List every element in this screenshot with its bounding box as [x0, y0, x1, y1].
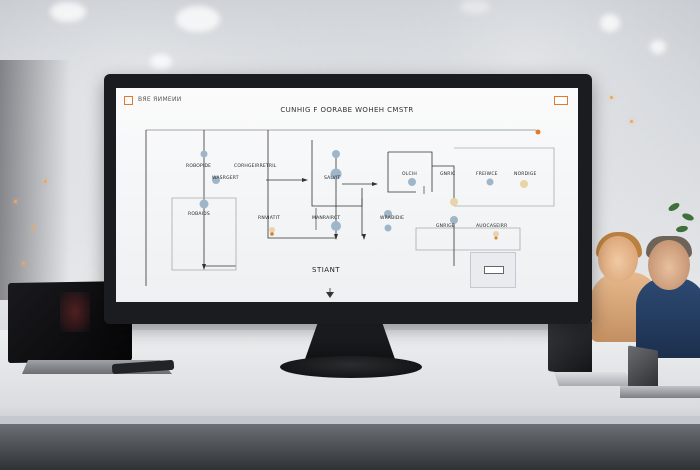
node [330, 168, 342, 180]
node [408, 178, 416, 186]
diagram-line [432, 165, 455, 206]
laptop-right-base [554, 372, 634, 386]
diagram-label: CORHGEIRRETRIL [234, 164, 277, 169]
node [384, 210, 392, 218]
laptop-right-small-base [620, 386, 700, 398]
corner-button[interactable] [554, 96, 568, 105]
desk-shadow [0, 424, 700, 470]
node [199, 199, 209, 209]
diagram-label: ROBOPIDE [186, 164, 212, 169]
diagram-label: ROBAIDS [188, 212, 210, 217]
laptop-glow [60, 292, 90, 332]
arrow-head [334, 234, 338, 240]
arrow-head [372, 182, 378, 186]
diagram-label: NORDIGE [514, 172, 537, 177]
monitor-screen: ВЯЕ ЯИМЕИИ CUNHIG F OORABE WOHEH CMSTR [116, 88, 578, 302]
app-name: ВЯЕ ЯИМЕИИ [138, 96, 182, 103]
node-warm [520, 180, 528, 188]
node [212, 176, 220, 184]
diagram-line [387, 152, 416, 193]
diagram-label: MANRAIRCT [312, 216, 341, 221]
node [384, 224, 392, 232]
diagram-label: AUOCASEIRR [476, 224, 508, 229]
node-warm [269, 227, 275, 233]
bokeh-light [176, 6, 220, 32]
diagram-label: RNVIATIT [258, 216, 281, 221]
monitor-stand-neck [304, 322, 396, 362]
bokeh-light [460, 0, 490, 14]
diagram-label: GNRIC [440, 172, 456, 177]
screen-title: CUNHIG F OORABE WOHEH CMSTR [280, 106, 414, 114]
app-logo-icon [124, 96, 133, 105]
monitor: ВЯЕ ЯИМЕИИ CUNHIG F OORABE WOHEH CMSTR [104, 74, 592, 324]
node-warm [493, 231, 499, 237]
spark-light [14, 200, 17, 203]
node [200, 150, 208, 158]
bokeh-light [600, 14, 620, 32]
spark-light [22, 262, 25, 265]
mini-panel [470, 252, 516, 288]
arrow-head [326, 292, 334, 298]
diagram-box [171, 197, 237, 271]
start-label: STIANT [312, 266, 341, 274]
node-accent [270, 232, 274, 236]
diagram-label: GNRIGE [436, 224, 455, 229]
spark-light [32, 226, 35, 229]
arrow-head [362, 234, 366, 240]
monitor-stand-foot [280, 356, 422, 378]
diagram-line [311, 140, 363, 207]
diagram-label: SALVIT [324, 176, 341, 181]
diagram-label: WRABIDIE [380, 216, 405, 221]
node-warm [450, 198, 458, 206]
diagram-line [388, 151, 433, 192]
diagram-box [415, 227, 521, 251]
diagram-label: FREIWCE [476, 172, 498, 177]
person-man-body [636, 278, 700, 358]
node-accent [494, 236, 498, 240]
node [332, 150, 340, 158]
node [486, 178, 494, 186]
desk-edge [0, 416, 700, 424]
node-accent [535, 129, 541, 135]
node [331, 221, 341, 231]
node [450, 216, 458, 224]
diagram-label: OLCIH [402, 172, 417, 177]
bokeh-light [50, 2, 86, 22]
person-man-head [648, 240, 690, 290]
background-shadow [0, 60, 70, 300]
spark-light [44, 180, 47, 183]
diagram-label: WASRGERT [212, 176, 239, 181]
spark-light [630, 120, 633, 123]
arrow-head [202, 264, 206, 270]
bokeh-light [150, 54, 172, 70]
chip-icon [484, 266, 504, 274]
laptop-right-screen [548, 314, 592, 378]
arrow-head [302, 178, 308, 182]
spark-light [610, 96, 613, 99]
flow-diagram [145, 129, 555, 298]
diagram-line [267, 130, 336, 239]
bokeh-light [650, 40, 666, 54]
person-woman-head [598, 236, 638, 282]
diagram-box [454, 147, 555, 207]
